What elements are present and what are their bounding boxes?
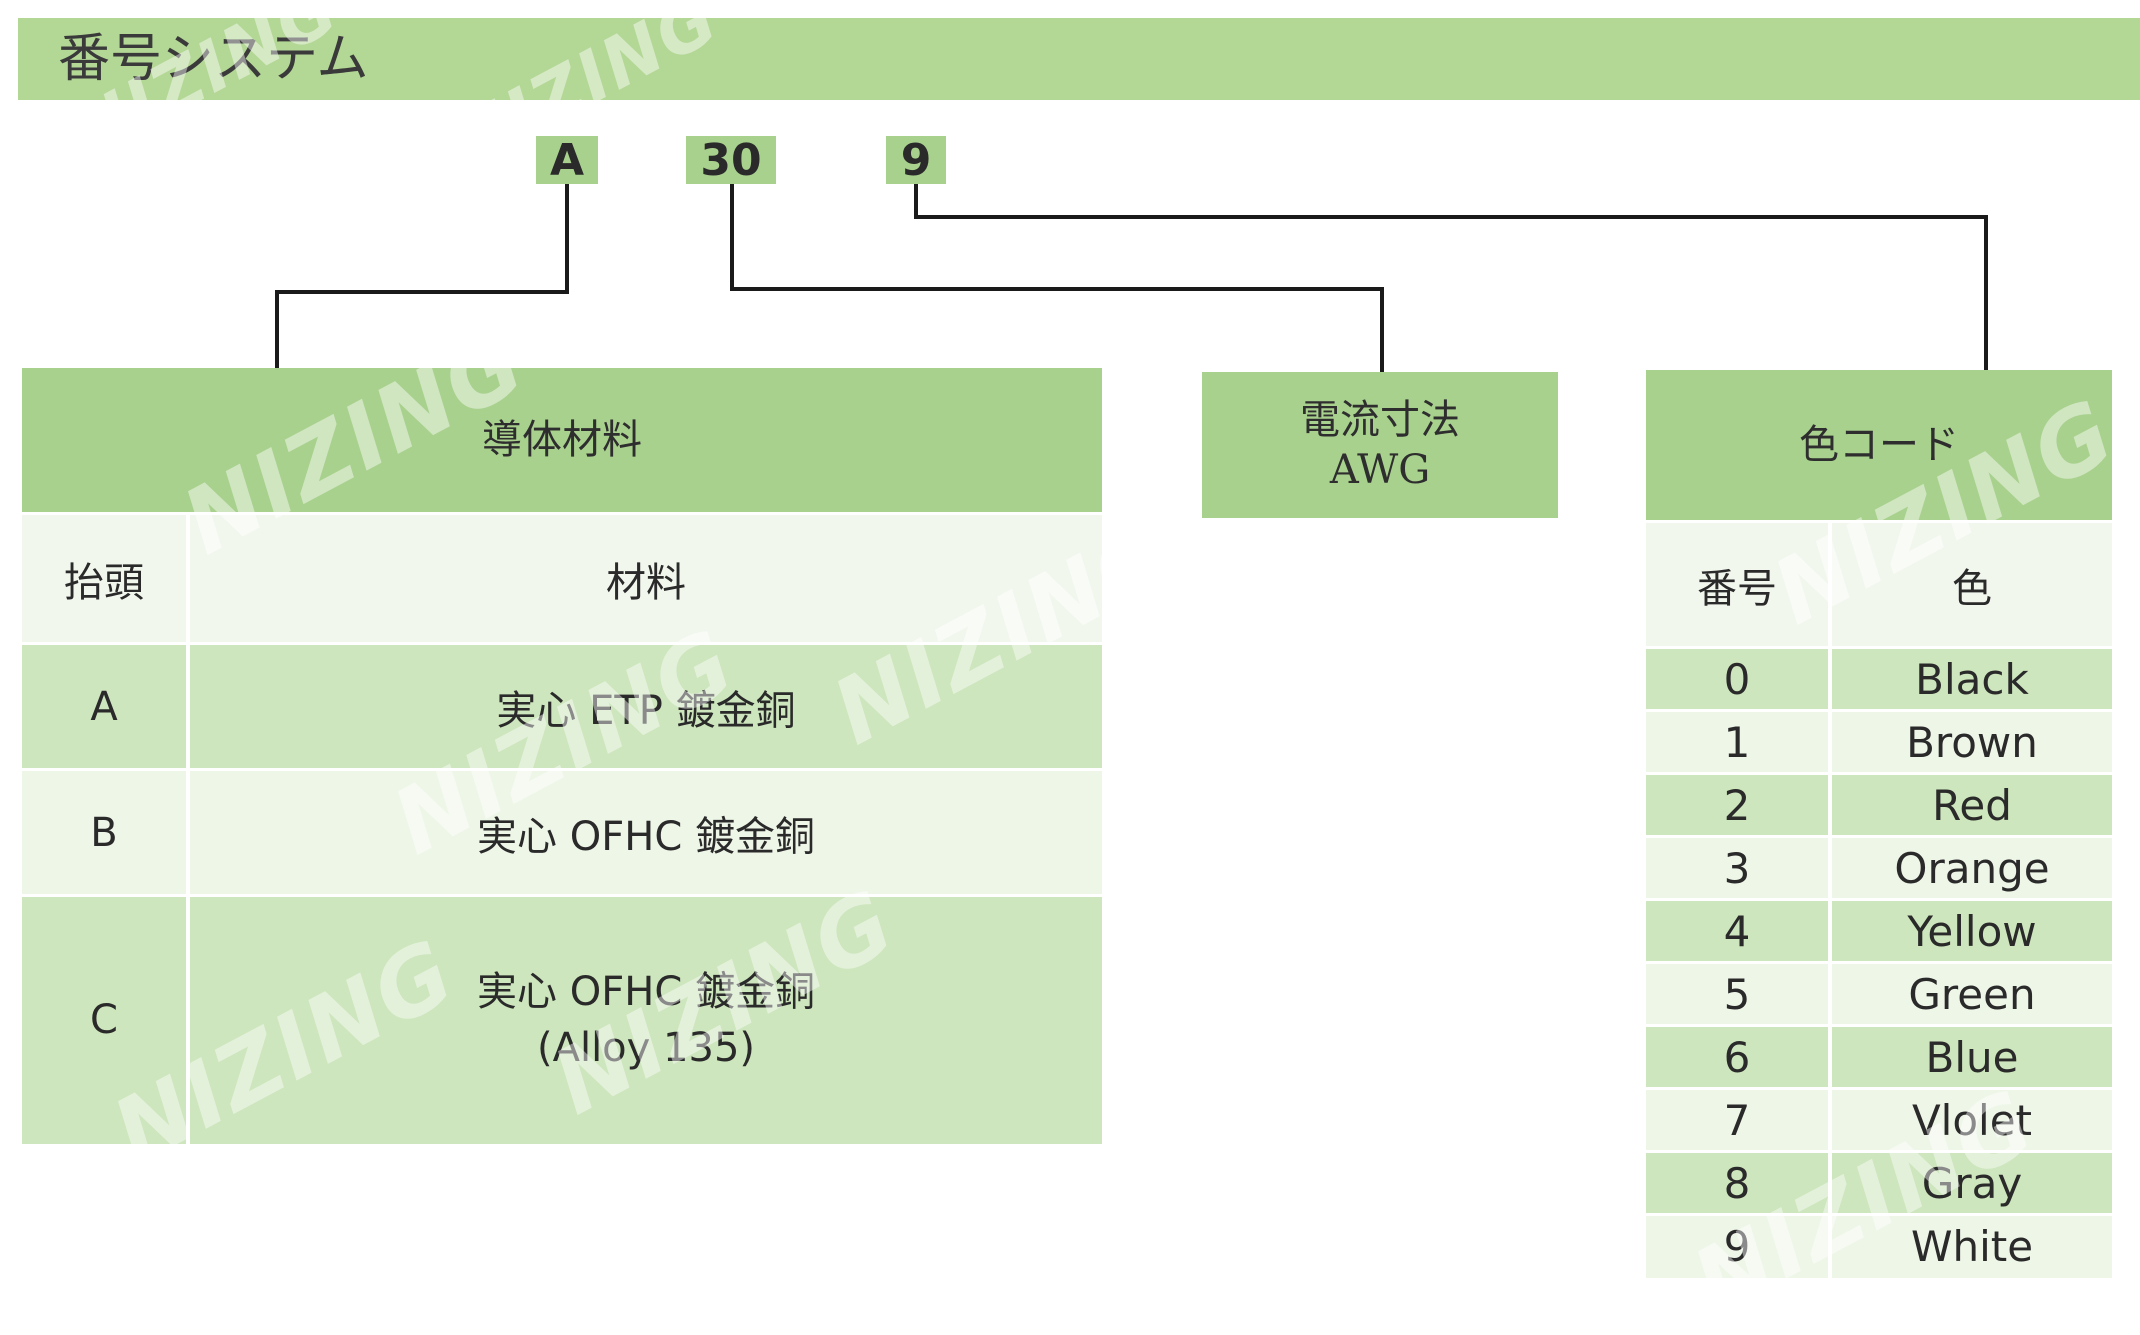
color-number-cell: 8 <box>1646 1150 1832 1215</box>
table-row: 4 Yellow <box>1646 898 2112 963</box>
color-number-cell: 4 <box>1646 898 1832 963</box>
material-head-cell: B <box>22 768 190 896</box>
col-head-label: 抬頭 <box>22 512 190 644</box>
color-number-cell: 2 <box>1646 772 1832 837</box>
color-number-cell: 0 <box>1646 646 1832 711</box>
code-box-awg: 30 <box>686 135 776 186</box>
table-row: 1 Brown <box>1646 709 2112 774</box>
color-name-cell: Red <box>1830 772 2112 837</box>
table-row: 5 Green <box>1646 961 2112 1026</box>
color-number-cell: 7 <box>1646 1087 1832 1152</box>
table-row: 9 White <box>1646 1213 2112 1278</box>
connector-color <box>914 184 1988 370</box>
table-row: 2 Red <box>1646 772 2112 837</box>
col-material-label: 材料 <box>188 512 1102 644</box>
color-name-cell: Green <box>1830 961 2112 1026</box>
header-band: 番号システム <box>18 18 2140 100</box>
awg-heading: 電流寸法 AWG <box>1202 372 1558 518</box>
color-name-cell: White <box>1830 1213 2112 1278</box>
color-number-cell: 6 <box>1646 1024 1832 1089</box>
material-cell: 実心 ETP 鍍金銅 <box>188 642 1102 770</box>
awg-heading-line1: 電流寸法 <box>1300 397 1460 443</box>
material-subheader-row: 抬頭 材料 <box>22 512 1102 644</box>
color-name-cell: Orange <box>1830 835 2112 900</box>
material-cell: 実心 OFHC 鍍金銅 (Alloy 135) <box>188 894 1102 1144</box>
color-name-cell: Vlolet <box>1830 1087 2112 1152</box>
material-heading: 導体材料 <box>22 368 1102 512</box>
table-row: A 実心 ETP 鍍金銅 <box>22 642 1102 770</box>
color-name-cell: Yellow <box>1830 898 2112 963</box>
connector-awg <box>730 184 1384 372</box>
table-row: 7 Vlolet <box>1646 1087 2112 1152</box>
material-table: 抬頭 材料 A 実心 ETP 鍍金銅 B 実心 OFHC 鍍金銅 C 実心 OF… <box>22 512 1102 1144</box>
material-cell: 実心 OFHC 鍍金銅 <box>188 768 1102 896</box>
code-box-color: 9 <box>886 135 946 186</box>
col-number-label: 番号 <box>1646 520 1832 648</box>
table-row: 6 Blue <box>1646 1024 2112 1089</box>
color-number-cell: 3 <box>1646 835 1832 900</box>
page-title: 番号システム <box>58 29 369 89</box>
color-code-table: 番号 色 0 Black 1 Brown 2 Red 3 Orange 4 Ye… <box>1646 520 2112 1278</box>
col-color-label: 色 <box>1830 520 2112 648</box>
material-head-cell: C <box>22 894 190 1144</box>
table-row: 8 Gray <box>1646 1150 2112 1215</box>
color-number-cell: 1 <box>1646 709 1832 774</box>
material-heading-label: 導体材料 <box>482 417 642 463</box>
connector-conductor <box>275 184 569 370</box>
color-code-heading-label: 色コード <box>1799 422 1959 468</box>
material-head-cell: A <box>22 642 190 770</box>
table-row: 3 Orange <box>1646 835 2112 900</box>
color-name-cell: Black <box>1830 646 2112 711</box>
table-row: B 実心 OFHC 鍍金銅 <box>22 768 1102 896</box>
color-subheader-row: 番号 色 <box>1646 520 2112 648</box>
color-name-cell: Gray <box>1830 1150 2112 1215</box>
color-number-cell: 9 <box>1646 1213 1832 1278</box>
table-row: 0 Black <box>1646 646 2112 711</box>
color-name-cell: Blue <box>1830 1024 2112 1089</box>
table-row: C 実心 OFHC 鍍金銅 (Alloy 135) <box>22 894 1102 1144</box>
color-name-cell: Brown <box>1830 709 2112 774</box>
color-number-cell: 5 <box>1646 961 1832 1026</box>
code-box-conductor: A <box>536 135 598 186</box>
awg-heading-line2: AWG <box>1329 447 1431 493</box>
color-code-heading: 色コード <box>1646 370 2112 520</box>
